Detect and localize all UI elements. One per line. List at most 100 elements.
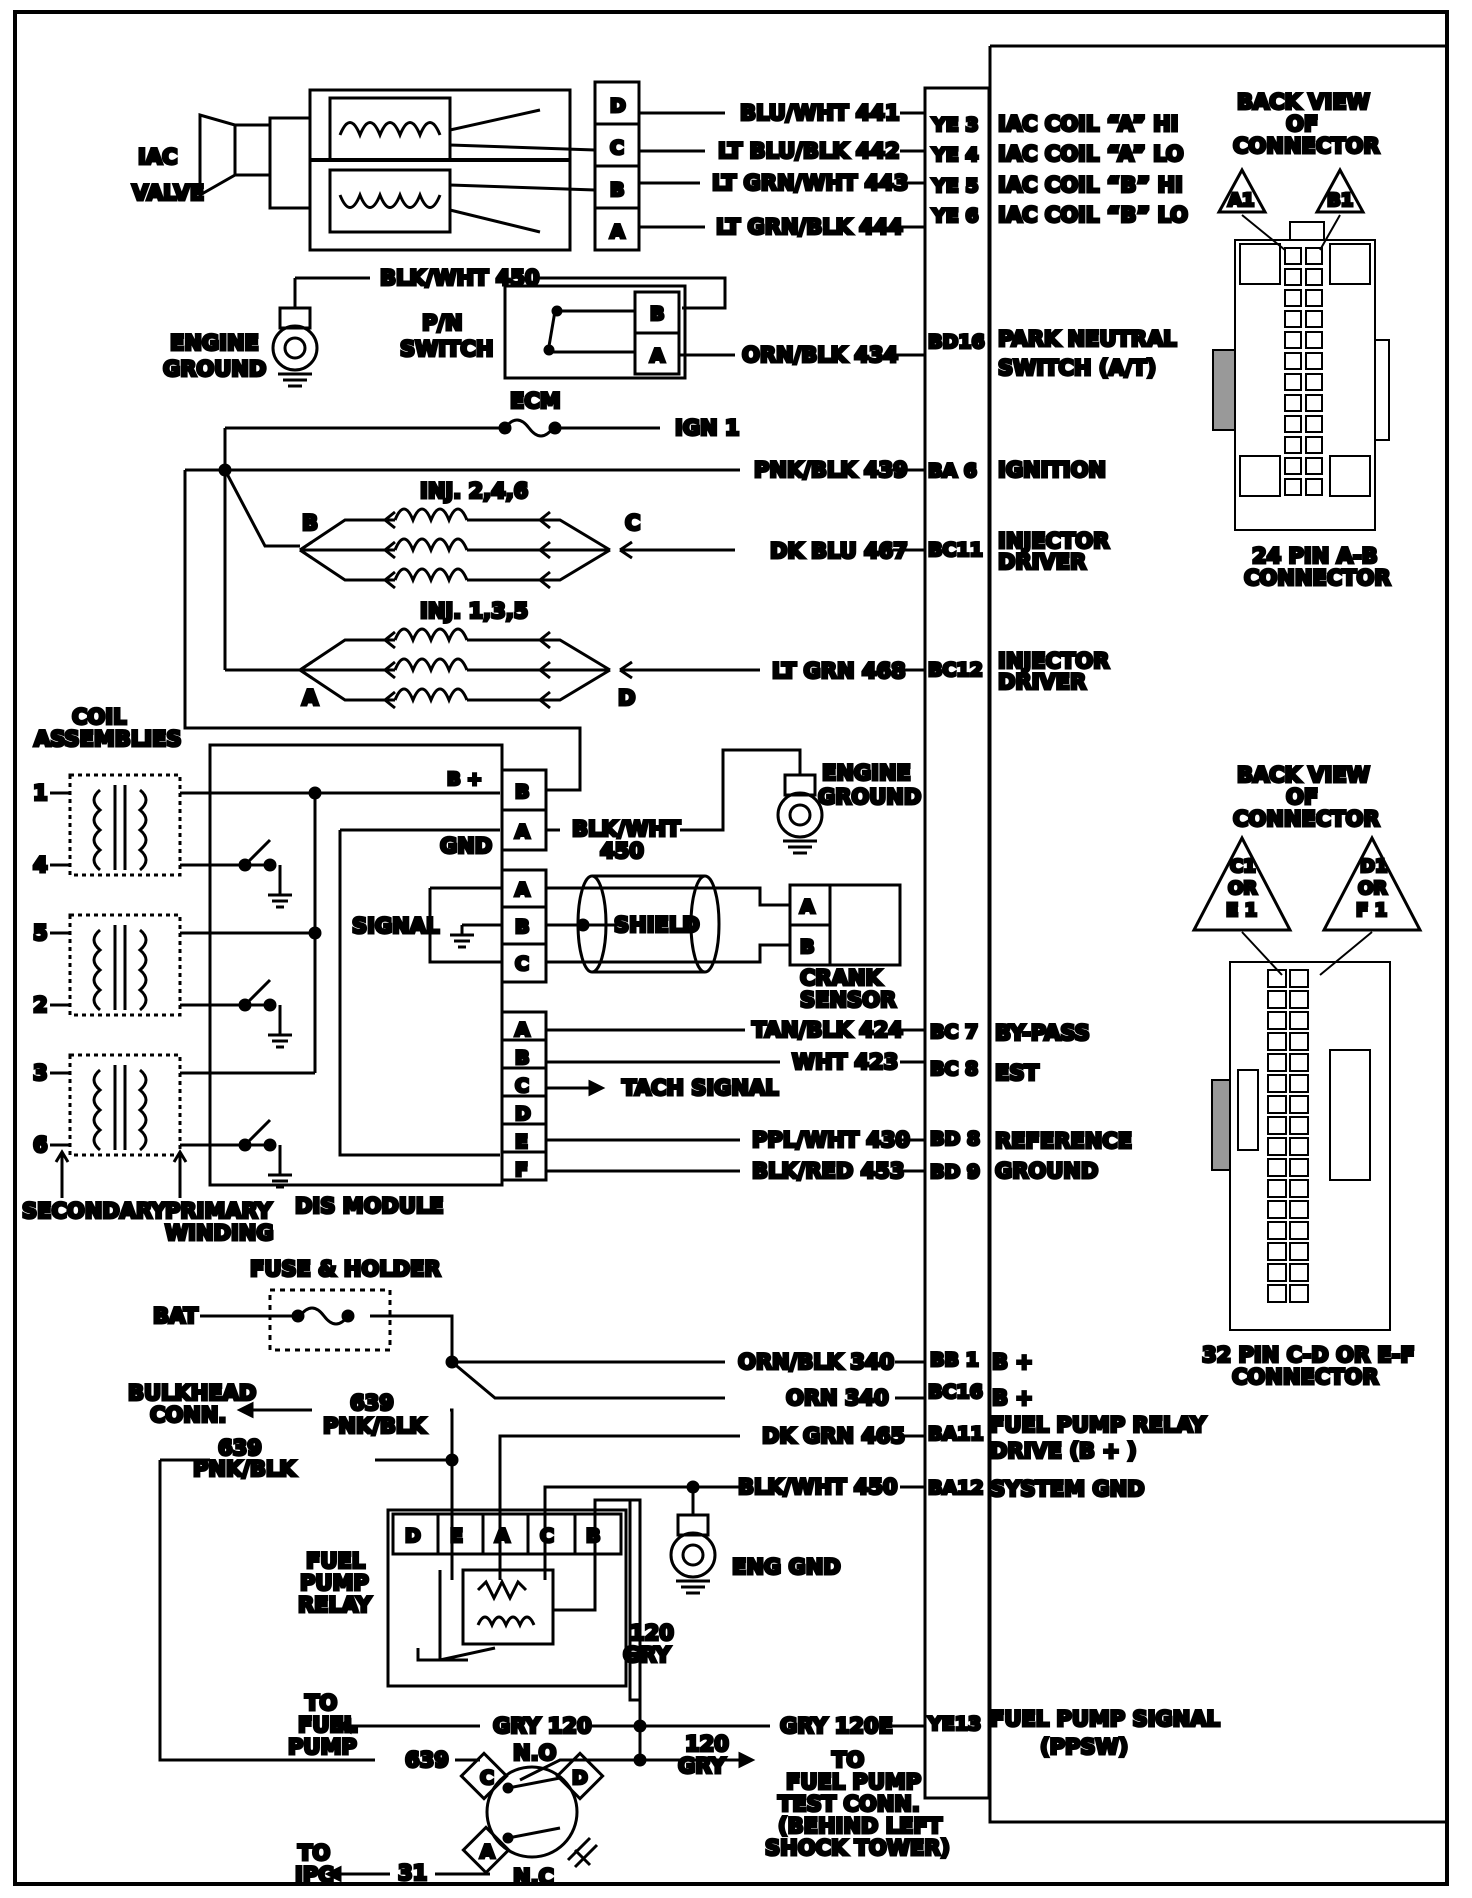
connector-24pin-cavity (1305, 478, 1323, 496)
test-to: TO (832, 1748, 864, 1772)
connector-32pin-cavity (1267, 1074, 1287, 1093)
relay-coil (416, 1554, 597, 1662)
cd-tri2-or: OR (1358, 878, 1387, 899)
bulkhead-arrow (236, 1401, 254, 1419)
relay-pin-e: E (450, 1525, 463, 1547)
iac-pin-b: B (610, 179, 624, 201)
connector-24pin-cavity (1305, 331, 1323, 349)
relay-label-relay: RELAY (298, 1593, 372, 1617)
iac-valve (198, 80, 641, 252)
cd-caption-1: 32 PIN C-D OR E-F (1202, 1343, 1415, 1367)
inj-246-left: B (302, 511, 318, 535)
connector-24pin-cavity (1284, 457, 1302, 475)
cd-tri-2 (1321, 834, 1423, 932)
func-injector-2: INJECTOR (998, 649, 1109, 673)
connector-32pin-cavity (1289, 1221, 1309, 1240)
pin-bc8: BC 8 (930, 1058, 978, 1080)
func-drive-bplus: DRIVE (B + ) (990, 1439, 1137, 1463)
connector-32pin-cavity (1267, 1284, 1287, 1303)
connector-24pin-cavity (1284, 268, 1302, 286)
cd-tri1-e1: E 1 (1226, 900, 1257, 921)
test-fuel-pump: FUEL PUMP (786, 1770, 921, 1794)
wire-468: LT GRN 468 (772, 659, 906, 683)
relay-pin-row (391, 1512, 623, 1556)
connector-24pin-cavity (1284, 436, 1302, 454)
sensor-label: SENSOR (800, 988, 896, 1012)
connector-32pin-cavity (1289, 1200, 1309, 1219)
pin-bc7: BC 7 (930, 1021, 978, 1043)
func-iac-a-lo: IAC COIL “A” LO (998, 142, 1184, 166)
wire-430: PPL/WHT 430 (752, 1128, 910, 1152)
test-conn: TEST CONN. (778, 1792, 920, 1816)
func-driver-1: DRIVER (998, 550, 1086, 574)
bulkhead-conn-label: CONN. (150, 1403, 226, 1427)
ab-tri-b1: B1 (1327, 190, 1353, 211)
to-fuel-pump-3: PUMP (288, 1735, 357, 1759)
dis-pin-mid-a: A (515, 879, 530, 901)
func-system-gnd: SYSTEM GND (990, 1477, 1145, 1501)
connector-32pin-cavity (1289, 990, 1309, 1009)
eng-gnd-symbol (669, 1480, 717, 1595)
iac-wires (639, 111, 925, 229)
pin-ye13: YE13 (927, 1713, 981, 1735)
relay-pin-d: D (405, 1525, 421, 1547)
connector-24pin-cavity (1284, 247, 1302, 265)
oil-pin-c: C (480, 1767, 494, 1789)
func-ppsw: (PPSW) (1040, 1735, 1128, 1759)
cd-tri2-d1: D1 (1360, 856, 1387, 877)
dis-pin-mid-c: C (515, 953, 529, 975)
coil-num-1: 1 (33, 781, 48, 805)
dis-pin-low-f: F (515, 1159, 528, 1181)
engine-ground-symbol-2 (776, 773, 824, 855)
connector-32pin-cavity (1289, 1074, 1309, 1093)
func-ground: GROUND (995, 1159, 1098, 1183)
iac-pin-c: C (610, 137, 624, 159)
coil-assemblies (50, 773, 210, 1198)
func-injector-1: INJECTOR (998, 529, 1109, 553)
func-reference: REFERENCE (995, 1129, 1132, 1153)
func-b-plus-1: B + (992, 1350, 1033, 1374)
ign1-label: IGN 1 (675, 416, 740, 440)
engine-ground-1-label-2: GROUND (163, 357, 266, 381)
pn-switch-contacts (546, 309, 679, 354)
connector-32pin-cavity (1289, 1137, 1309, 1156)
wire-pnkblk-a: PNK/BLK (323, 1414, 426, 1438)
dis-gnd: GND (440, 834, 492, 858)
test-shock: SHOCK TOWER) (765, 1836, 950, 1860)
engine-ground-2-label: ENGINE (822, 761, 911, 785)
func-park-neutral: PARK NEUTRAL (998, 327, 1177, 351)
dis-wire-450: 450 (600, 839, 644, 863)
gry-wires (350, 1660, 925, 1782)
wire-gry-120e: GRY 120E (780, 1714, 893, 1738)
dis-pin-top-a: A (515, 821, 530, 843)
tach-arrow (588, 1079, 606, 1097)
connector-32pin-cavity (1267, 1221, 1287, 1240)
connector-24pin-cavity (1284, 373, 1302, 391)
connector-32pin-cavity (1289, 969, 1309, 988)
ab-tri-1 (1216, 166, 1268, 214)
gry-right-gry: GRY (678, 1754, 726, 1778)
connector-24pin-cavity (1305, 289, 1323, 307)
to-ipc-arrow (324, 1865, 342, 1883)
connector-32pin-cavity (1267, 969, 1287, 988)
cd-tri1-c1: C1 (1230, 856, 1256, 877)
shield-label: SHIELD (614, 913, 700, 937)
iac-pin-d: D (610, 95, 626, 117)
crank-pin-a: A (800, 896, 815, 918)
relay-ecm-wires (498, 1434, 925, 1726)
wire-orn-340: ORN 340 (786, 1386, 889, 1410)
dis-gnd-wire (546, 748, 802, 832)
cd-caption-2: CONNECTOR (1232, 1365, 1379, 1389)
inj-135-right: D (618, 686, 635, 710)
coil-num-3: 3 (33, 1061, 48, 1085)
tach-signal: TACH SIGNAL (622, 1076, 779, 1100)
pin-bd8: BD 8 (930, 1128, 980, 1150)
iac-valve-label: VALVE (132, 181, 204, 205)
relay-pin-a: A (495, 1525, 510, 1547)
connector-32pin-cavity (1289, 1032, 1309, 1051)
coil-title-2: ASSEMBLIES (34, 727, 181, 751)
connector-32pin-cavity (1289, 1242, 1309, 1261)
connector-24pin (1212, 214, 1390, 531)
connector-24pin-cavity (1305, 415, 1323, 433)
to-ipc-ipc: IPC (295, 1863, 334, 1887)
